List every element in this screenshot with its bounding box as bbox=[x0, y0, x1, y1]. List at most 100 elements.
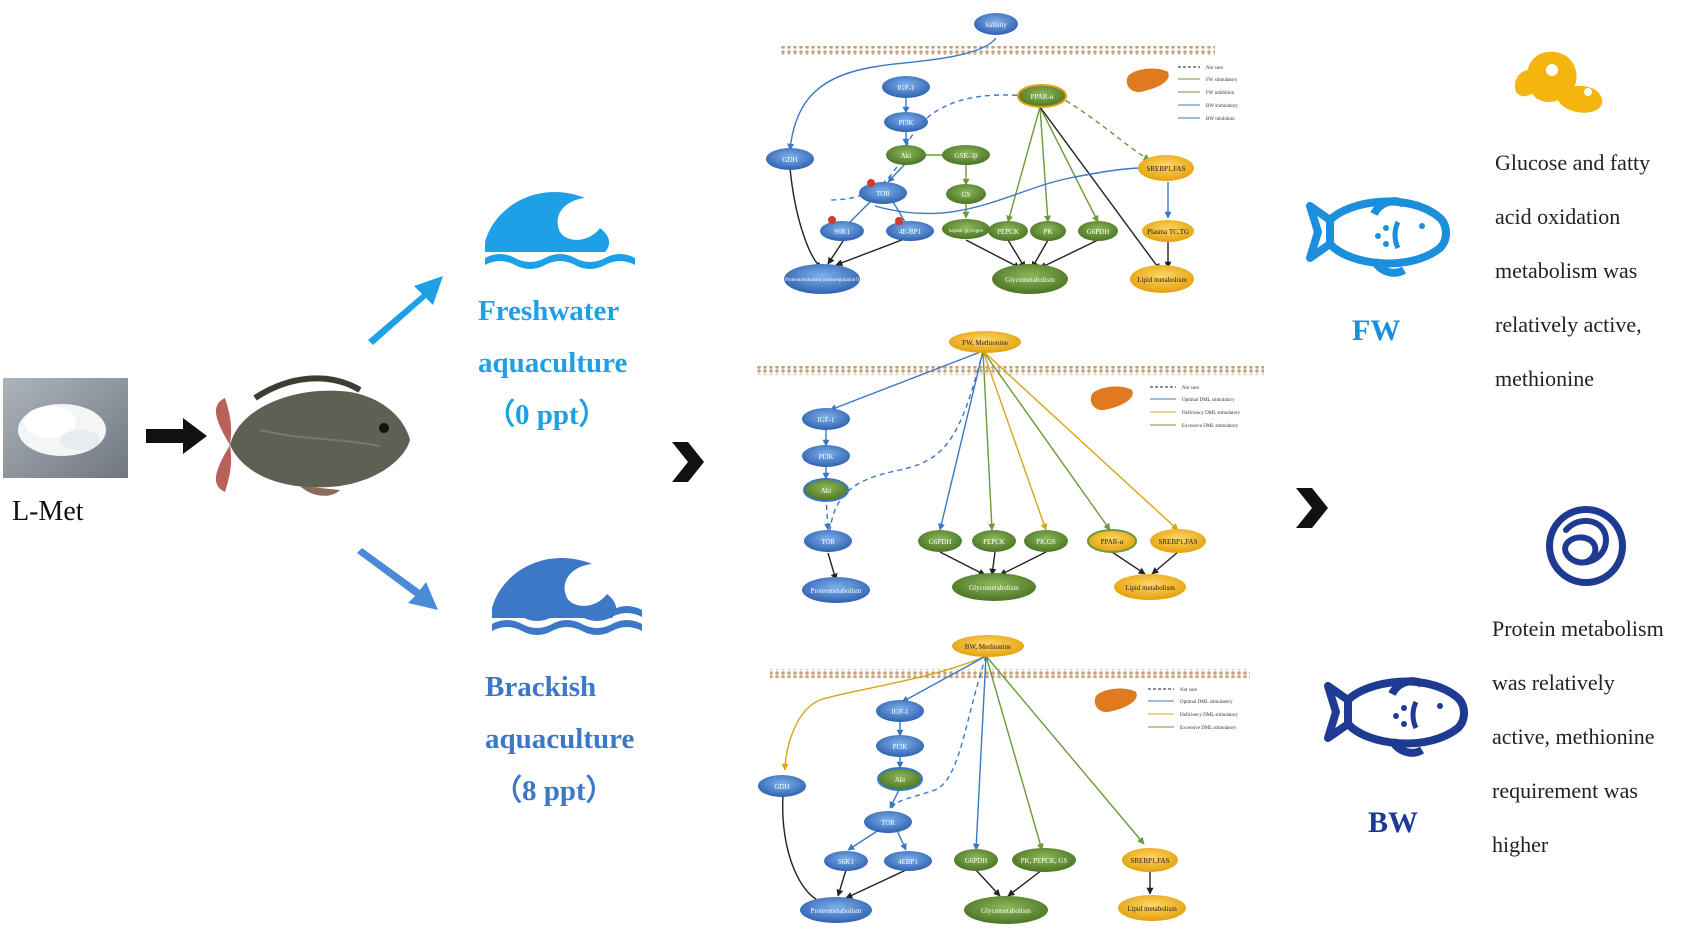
node-4ebp1: 4EBP1 bbox=[884, 851, 932, 871]
svg-text:S6K1: S6K1 bbox=[834, 228, 850, 236]
freshwater-line3: （0 ppt） bbox=[486, 399, 608, 431]
bw-outcome-text: Protein metabolism was relatively active… bbox=[1492, 602, 1682, 872]
legend: Not sure FW stimulatory FW inhibition BW… bbox=[1178, 66, 1238, 122]
svg-text:SREBP1,FAS: SREBP1,FAS bbox=[1159, 538, 1198, 546]
bw-fish-icon bbox=[1324, 677, 1468, 757]
node-pk: PK bbox=[1030, 221, 1066, 241]
svg-text:Lipid metabolism: Lipid metabolism bbox=[1127, 905, 1177, 913]
svg-text:Salinity: Salinity bbox=[985, 21, 1007, 29]
node-akt: Akt bbox=[877, 767, 923, 791]
liver-icon bbox=[1090, 386, 1133, 411]
pathway-panel-fw-methionine: FW, Methionine IGF-1 PI3K Akt TOR Proteo… bbox=[756, 331, 1264, 603]
svg-text:4EBP1: 4EBP1 bbox=[898, 858, 918, 866]
svg-text:IGF-1: IGF-1 bbox=[817, 416, 835, 424]
svg-text:GS: GS bbox=[962, 191, 971, 199]
svg-text:G6PDH: G6PDH bbox=[1087, 228, 1110, 236]
bw-outcome-line: higher bbox=[1492, 832, 1549, 857]
node-akt: Akt bbox=[803, 478, 849, 502]
svg-text:PI3K: PI3K bbox=[899, 119, 914, 127]
svg-text:PI3K: PI3K bbox=[893, 743, 908, 751]
svg-text:S6K1: S6K1 bbox=[838, 858, 854, 866]
node-proteometabolism: Proteometabolism bbox=[800, 897, 872, 923]
svg-text:Glycometabolism: Glycometabolism bbox=[1005, 276, 1055, 284]
bw-outcome-line: Protein metabolism bbox=[1492, 616, 1664, 641]
svg-text:Akt: Akt bbox=[901, 152, 912, 160]
node-pk-pepck-gs: PK, PEPCK, GS bbox=[1012, 848, 1076, 872]
svg-text:Akt: Akt bbox=[895, 776, 906, 784]
node-bw-methionine: BW, Methionine bbox=[952, 635, 1024, 657]
node-ppar-alpha: PPAR-α bbox=[1017, 84, 1067, 108]
legend: Not sure Optimal DML stimulatory Deficie… bbox=[1148, 688, 1239, 731]
svg-text:G6PDH: G6PDH bbox=[965, 857, 988, 865]
fw-outcome-text: Glucose and fatty acid oxidation metabol… bbox=[1495, 136, 1681, 406]
node-igf1: IGF-1 bbox=[882, 76, 930, 98]
node-hepatic-glycogen: hepatic glycogen bbox=[942, 219, 990, 239]
fw-tag: FW bbox=[1352, 314, 1401, 347]
pathway-panel-salinity: Salinity IGF-1 PI3K Akt GSK-3β GS TOR GD… bbox=[766, 13, 1238, 294]
svg-text:TOR: TOR bbox=[881, 819, 895, 827]
svg-text:Optimal DML stimulatory: Optimal DML stimulatory bbox=[1182, 398, 1235, 403]
fw-arrow-icon bbox=[368, 276, 443, 345]
svg-text:Proteometabolism: Proteometabolism bbox=[811, 907, 862, 915]
svg-text:G6PDH: G6PDH bbox=[929, 538, 952, 546]
svg-text:Not sure: Not sure bbox=[1206, 66, 1224, 71]
svg-text:Akt: Akt bbox=[821, 487, 832, 495]
feed-arrow-icon bbox=[146, 418, 207, 454]
freshwater-wave-icon bbox=[485, 192, 635, 269]
bw-outcome-line: active, methionine bbox=[1492, 724, 1655, 749]
l-met-powder-image bbox=[3, 378, 128, 478]
svg-text:Glycometabolism: Glycometabolism bbox=[969, 584, 1019, 592]
svg-text:GDH: GDH bbox=[774, 783, 789, 791]
svg-text:Glycometabolism: Glycometabolism bbox=[981, 907, 1031, 915]
svg-text:4E-BP1: 4E-BP1 bbox=[899, 228, 922, 236]
brackish-line3: （8 ppt） bbox=[493, 775, 615, 807]
node-tor: TOR bbox=[859, 182, 907, 204]
fw-outcome-line: methionine bbox=[1495, 366, 1594, 391]
svg-text:Lipid metabolism: Lipid metabolism bbox=[1137, 276, 1187, 284]
fw-outcome-line: relatively active, bbox=[1495, 312, 1642, 337]
brackish-line2: aquaculture bbox=[485, 723, 635, 755]
svg-text:Proteometabolism: Proteometabolism bbox=[811, 587, 862, 595]
svg-text:SREBP1,FAS: SREBP1,FAS bbox=[1131, 857, 1170, 865]
node-pepck: PEPCK bbox=[972, 530, 1016, 552]
svg-text:Deficiency DML stimulatory: Deficiency DML stimulatory bbox=[1180, 713, 1239, 718]
node-pi3k: PI3K bbox=[884, 112, 928, 132]
chevron-right-icon bbox=[672, 442, 704, 482]
svg-text:PK, PEPCK, GS: PK, PEPCK, GS bbox=[1021, 857, 1068, 865]
svg-text:PPAR-α: PPAR-α bbox=[1101, 538, 1124, 546]
node-akt: Akt bbox=[886, 145, 926, 165]
node-proteometabolism: Proteometabolism bbox=[802, 577, 870, 603]
node-lipid-metabolism: Lipid metabolism bbox=[1114, 574, 1186, 600]
svg-text:Not sure: Not sure bbox=[1180, 688, 1198, 693]
node-pi3k: PI3K bbox=[802, 445, 850, 467]
svg-text:PK: PK bbox=[1044, 228, 1053, 236]
node-lipid-metabolism: Lipid metabolism bbox=[1118, 895, 1186, 921]
svg-text:SREBP1,FAS: SREBP1,FAS bbox=[1147, 165, 1186, 173]
brackish-line1: Brackish bbox=[485, 671, 597, 703]
node-glycometabolism: Glycometabolism bbox=[992, 264, 1068, 294]
node-s6k1: S6K1 bbox=[824, 851, 868, 871]
node-pepck: PEPCK bbox=[988, 221, 1028, 241]
node-glycometabolism: Glycometabolism bbox=[964, 896, 1048, 924]
brackish-wave-icon bbox=[492, 558, 642, 635]
fw-fish-icon bbox=[1306, 197, 1450, 277]
svg-text:FW inhibition: FW inhibition bbox=[1206, 91, 1235, 96]
chevron-right-icon bbox=[1296, 488, 1328, 528]
svg-text:PPAR-α: PPAR-α bbox=[1031, 93, 1054, 101]
node-gdh: GDH bbox=[758, 775, 806, 797]
fw-outcome-line: metabolism was bbox=[1495, 258, 1638, 283]
brackish-label: Brackish aquaculture （8 ppt） bbox=[485, 661, 685, 817]
pathway-panel-bw-methionine: BW, Methionine IGF-1 PI3K Akt GDH TOR S6… bbox=[758, 635, 1250, 924]
svg-text:Optimal DML stimulatory: Optimal DML stimulatory bbox=[1180, 700, 1233, 705]
svg-text:hepatic glycogen: hepatic glycogen bbox=[949, 229, 984, 234]
node-fw-methionine: FW, Methionine bbox=[949, 331, 1021, 353]
svg-text:PEPCK: PEPCK bbox=[983, 538, 1005, 546]
node-ppar-alpha: PPAR-α bbox=[1087, 529, 1137, 553]
freshwater-label: Freshwater aquaculture （0 ppt） bbox=[478, 285, 678, 441]
node-srebp1-fas: SREBP1,FAS bbox=[1122, 848, 1178, 872]
node-gs: GS bbox=[946, 184, 986, 204]
svg-text:Not sure: Not sure bbox=[1182, 386, 1200, 391]
node-glycometabolism: Glycometabolism bbox=[952, 573, 1036, 601]
svg-text:TOR: TOR bbox=[876, 190, 890, 198]
